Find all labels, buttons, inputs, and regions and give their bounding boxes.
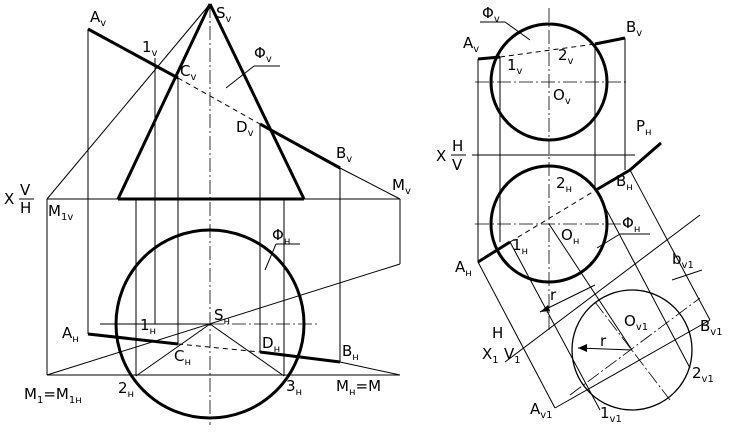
label-x-right: X [436, 147, 446, 165]
line-ab-top-left [87, 332, 179, 346]
proj-1-to-1v1 [509, 241, 601, 411]
r-arrow-low [578, 344, 587, 352]
label-cv: Cv [180, 62, 196, 83]
label-bv-right: Bv [626, 18, 642, 39]
aux-center-line-1 [569, 297, 701, 396]
trace-m-horizontal [46, 263, 401, 376]
aux-ab-line [554, 319, 711, 409]
label-av1: Av1 [530, 400, 553, 421]
label-2h-left: 2н [118, 379, 134, 400]
line-ab-top-hidden [177, 343, 261, 353]
label-2v1: 2v1 [692, 364, 714, 385]
label-m1-eq: M1=M1н [24, 385, 82, 406]
right-ab-top-right [595, 168, 631, 192]
radial-s-2 [135, 323, 211, 377]
right-drawing: Φv Bv Av 2v 1v Ov Pн X H V 2н Bн Oн Φн A… [436, 4, 723, 425]
label-av: Av [90, 8, 106, 29]
phi-v-leader [225, 65, 255, 89]
right-ab-top-hidden [509, 189, 597, 243]
cone-right-generatrix [208, 3, 306, 200]
label-bh-left: Bн [342, 342, 359, 363]
r-arrow-top [540, 305, 550, 312]
proj-2-to-2v1 [595, 189, 691, 369]
label-bh-right: Bн [616, 172, 633, 193]
label-dv: Dv [236, 118, 254, 139]
radial-s-3 [209, 323, 285, 377]
proj-b-to-bv1 [629, 169, 711, 321]
label-1h-right: 1н [512, 236, 528, 257]
cone-left-generatrix [116, 3, 212, 200]
r-dimension-top [539, 284, 596, 313]
label-oh: Oн [561, 226, 579, 247]
label-mv: Mv [392, 176, 411, 197]
label-mh-eq: Mн=M [336, 377, 381, 398]
left-drawing: Av Sv 1v Cv Φv Dv Bv Mv X V H M1v Φн Aн … [4, 3, 411, 425]
sphere-aux-circle [571, 289, 693, 411]
plane-p-trace [629, 141, 662, 172]
phi-v-right-leader [504, 21, 531, 41]
label-1v: 1v [142, 38, 158, 59]
right-ab-front-hidden [499, 43, 596, 58]
label-phi-v-right: Φv [482, 4, 500, 25]
aux-center-line-2 [594, 301, 671, 401]
label-ch: Cн [174, 347, 191, 368]
label-sh: Sн [214, 306, 230, 327]
label-ah-left: Aн [62, 324, 79, 345]
label-2v-right: 2v [558, 46, 574, 67]
label-b-v1: bv1 [672, 250, 694, 271]
label-1v-right: 1v [507, 56, 523, 77]
label-sv: Sv [216, 4, 232, 25]
line-ab-top-right [259, 350, 341, 364]
label-ov: Ov [553, 86, 571, 107]
phi-h-right-leader [596, 233, 621, 249]
label-r-top: r [550, 286, 557, 304]
right-ab-top-left [477, 240, 511, 264]
line-ab-front-extension [339, 167, 401, 200]
label-bv: Bv [336, 144, 352, 165]
label-x1: X1 [482, 345, 499, 366]
label-v1: V1 [504, 345, 521, 366]
b-v1-leader [671, 269, 703, 281]
right-ab-front-right [594, 36, 626, 46]
label-h-x1: H [492, 324, 503, 342]
label-h-frac-left: H [20, 199, 31, 217]
label-phi-v: Φv [254, 44, 272, 65]
label-r-low: r [600, 332, 607, 350]
label-ph: Pн [636, 117, 652, 138]
label-phi-h-right: Φн [622, 214, 640, 235]
label-o-v1: Ov1 [624, 312, 648, 333]
label-bv1: Bv1 [700, 317, 723, 338]
label-v-frac-right: V [452, 156, 463, 174]
proj-a-to-av1 [477, 261, 556, 409]
label-3h: 3н [286, 377, 302, 398]
line-ab-front-right [259, 122, 341, 170]
line-ab-top-extension [339, 361, 401, 376]
line-ab-front-hidden [177, 77, 261, 125]
label-phi-h: Φн [272, 226, 290, 247]
label-m1v: M1v [48, 202, 73, 223]
label-v-frac-left: V [20, 181, 31, 199]
label-av-right: Av [463, 34, 479, 55]
label-ah-right: Aн [455, 258, 472, 279]
trace-mv-to-sv [46, 3, 211, 200]
right-ab-front-left [477, 55, 501, 61]
label-1v1: 1v1 [600, 404, 622, 425]
label-h-frac-right: H [452, 137, 463, 155]
label-2h-right: 2н [556, 174, 572, 195]
label-dh: Dн [262, 334, 280, 355]
line-ab-front-left [87, 27, 179, 80]
label-1h-left: 1н [140, 316, 156, 337]
phi-h-leader [264, 243, 277, 271]
label-x-left: X [4, 190, 14, 208]
